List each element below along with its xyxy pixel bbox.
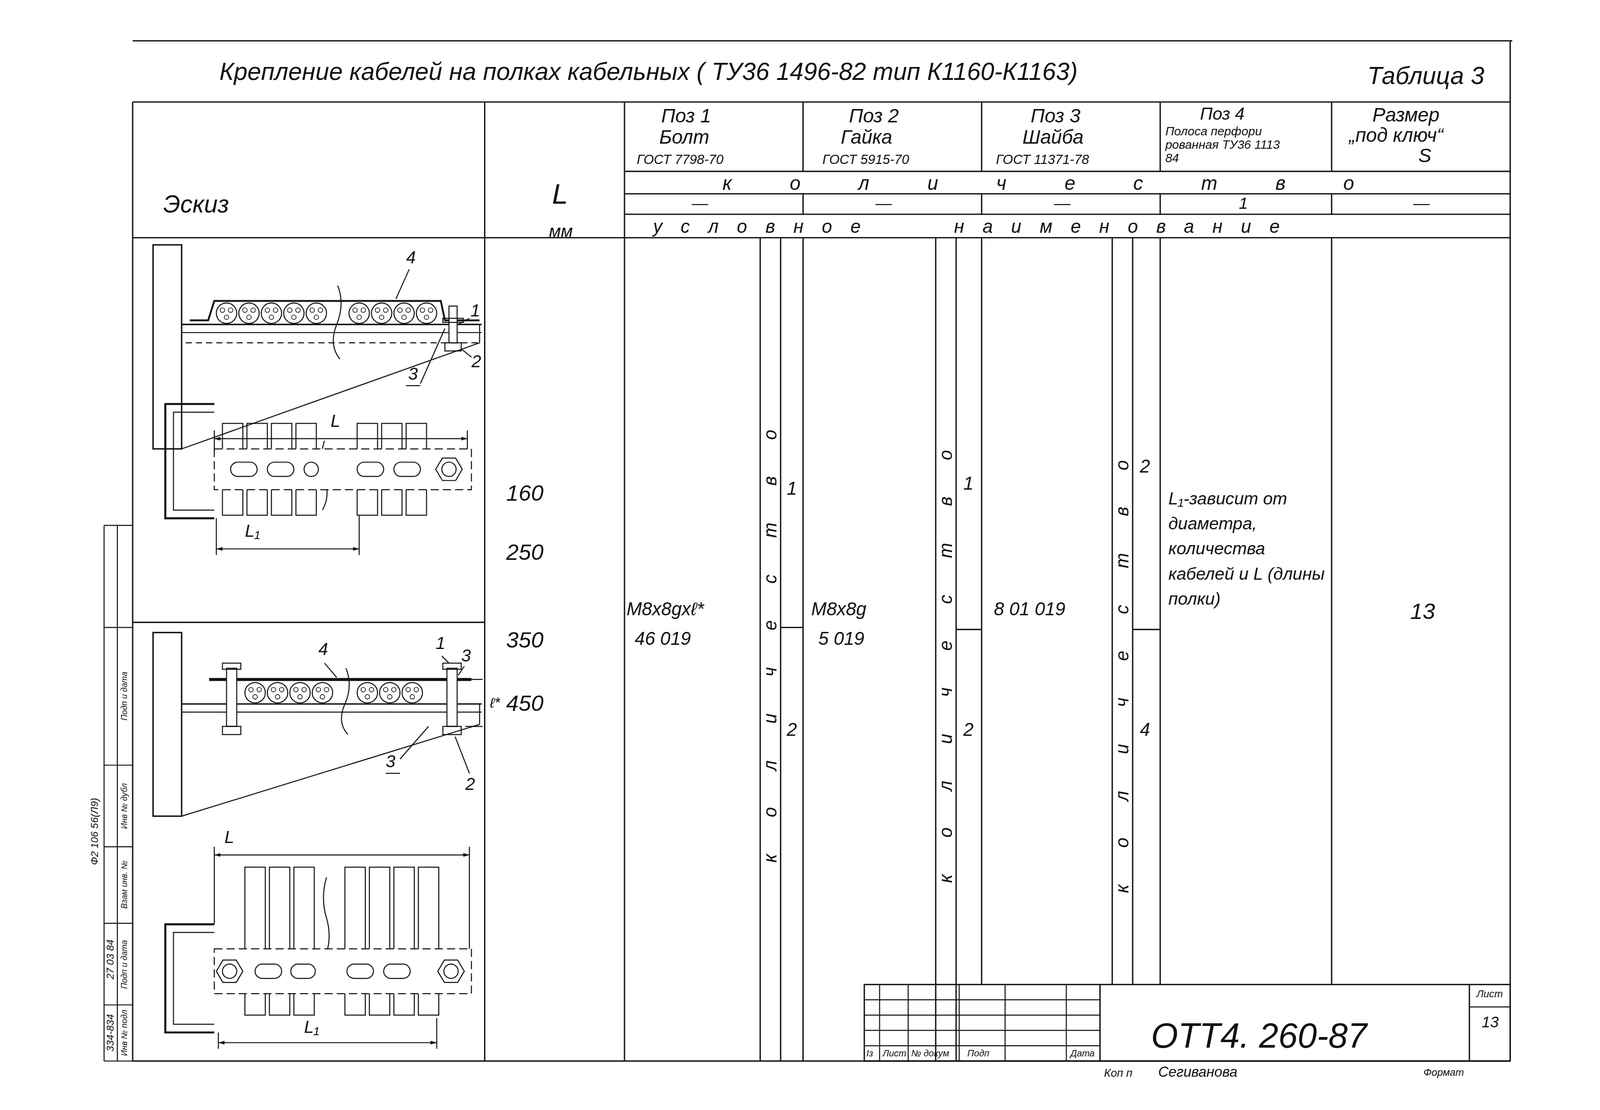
quantity-value: 4: [1139, 720, 1151, 740]
part-designation: 5 019: [818, 629, 865, 649]
title-block-cell: Лист: [1476, 988, 1504, 1000]
length-value: 250: [506, 540, 544, 564]
length-value: 450: [506, 691, 544, 715]
column-heading: количество: [936, 412, 956, 883]
quantity-value: 2: [786, 720, 797, 740]
header-cell: Шайба: [1022, 127, 1084, 147]
callout-number: 3: [461, 647, 472, 665]
callout-number: 1: [470, 302, 480, 320]
callout-number: 4: [318, 640, 328, 659]
title-block-cell: Формат: [1423, 1067, 1465, 1078]
header-cell: Поз 2: [848, 106, 899, 126]
stamp-label: Взам инв. №: [120, 860, 129, 909]
title-block-cell: № докум: [911, 1048, 950, 1059]
callout-number: 2: [465, 775, 475, 794]
column-heading: количество: [1113, 423, 1132, 893]
dimension-label: ℓ*: [489, 696, 500, 711]
table-cell: —: [1054, 194, 1071, 212]
table-cell: 1: [1238, 194, 1249, 212]
header-cell: мм: [549, 222, 573, 241]
wrench-size: 13: [1410, 600, 1436, 623]
part-designation: 8 01 019: [993, 600, 1066, 619]
callout-number: 3: [408, 365, 419, 383]
part-designation: М8х8g: [811, 600, 867, 619]
table-cell: —: [1413, 194, 1430, 212]
header-cell: Полоса перфори рованная ТУ36 1113 84: [1165, 124, 1293, 165]
dimension-label: L: [224, 828, 235, 847]
margin-stamp: [103, 525, 133, 1061]
header-cell: Эскиз: [163, 191, 229, 217]
dimension-label: L₁: [244, 522, 261, 540]
quantity-value: 1: [786, 479, 797, 498]
title-block-cell: Лист: [882, 1048, 907, 1059]
header-cell: Размер: [1372, 105, 1440, 125]
header-cell: Болт: [659, 127, 710, 147]
table-title: Крепление кабелей на полках кабельных ( …: [219, 59, 1078, 84]
header-cell: условное: [653, 217, 879, 237]
callout-number: 4: [406, 248, 416, 267]
header-cell: „под ключ“: [1349, 125, 1444, 146]
table-number: Таблица 3: [1367, 63, 1485, 88]
document-code: ОТТ4. 260-87: [1151, 1018, 1368, 1054]
table-cell: —: [691, 194, 709, 212]
header-cell: Поз 1: [661, 106, 712, 126]
sketch-section-2: [152, 632, 483, 817]
stamp-label: Подп и дата: [120, 939, 129, 989]
part-designation: М8х8gхℓ*: [626, 600, 704, 619]
header-cell: Поз 3: [1030, 106, 1081, 126]
header-cell: количество: [722, 173, 1413, 194]
header-cell: S: [1418, 145, 1432, 166]
sketch-plan-1: [165, 404, 472, 556]
title-block-cell: Iз: [866, 1048, 874, 1059]
title-block: [864, 984, 1510, 1061]
callout-number: 2: [471, 352, 482, 371]
dimension-label: L₁: [303, 1018, 320, 1037]
title-block-cell: Коп п: [1103, 1067, 1133, 1079]
sketch-section-1: [152, 244, 482, 449]
quantity-value: 2: [963, 720, 974, 740]
callout-number: 3: [385, 752, 396, 771]
stamp-entry: 334-834: [105, 1013, 116, 1052]
part-designation: 46 019: [634, 629, 691, 649]
table-note: L₁-зависит от диаметра, количества кабел…: [1168, 485, 1330, 612]
callout-number: 1: [435, 634, 446, 653]
stamp-label: Подп и дата: [120, 671, 129, 721]
quantity-value: 1: [963, 474, 974, 493]
header-cell: Поз 4: [1200, 105, 1245, 123]
length-value: 350: [506, 628, 544, 652]
header-cell: ГОСТ 11371-78: [995, 152, 1089, 167]
table-grid: [132, 40, 1513, 1061]
stamp-label: Инв № подл: [120, 1009, 129, 1056]
column-heading: количество: [761, 392, 780, 863]
stamp-label: Инв № дубл: [120, 783, 129, 830]
title-block-cell: Сегиванова: [1157, 1065, 1237, 1080]
header-cell: L: [551, 179, 568, 209]
header-cell: ГОСТ 7798-70: [636, 152, 724, 167]
title-block-cell: Подп: [967, 1048, 989, 1059]
sketch-plan-2: [165, 846, 472, 1049]
stamp-entry: 27 03 84: [105, 939, 116, 980]
quantity-value: 2: [1139, 457, 1151, 476]
sheet-number: 13: [1481, 1014, 1499, 1030]
header-cell: ГОСТ 5915-70: [822, 152, 910, 167]
table-cell: —: [875, 194, 892, 212]
header-cell: наименование: [954, 217, 1299, 237]
dimension-label: L: [330, 412, 341, 431]
form-code: Ф2 106 56(Л9): [89, 798, 100, 866]
header-cell: Гайка: [840, 127, 892, 147]
title-block-cell: Дата: [1070, 1048, 1095, 1059]
length-value: 160: [506, 481, 544, 505]
